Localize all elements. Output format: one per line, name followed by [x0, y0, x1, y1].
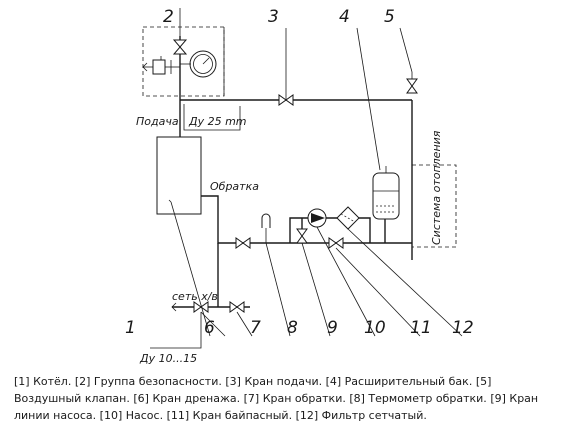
drain-valve-icon	[193, 301, 209, 313]
label-supply-dn: Ду 25 mm	[188, 115, 247, 128]
legend-item-11: [11] Кран байпасный.	[166, 409, 293, 422]
legend-item-4: [4] Расширительный бак.	[325, 375, 473, 388]
label-heating-system: Система отопления	[430, 130, 443, 245]
callout-4: 4	[339, 7, 350, 27]
air-valve-icon	[406, 72, 418, 94]
legend-item-2: [2] Группа безопасности.	[74, 375, 222, 388]
label-return: Обратка	[210, 180, 259, 193]
callout-10: 10	[364, 318, 386, 338]
expansion-tank	[372, 166, 400, 220]
legend-item-6: [6] Кран дренажа.	[133, 392, 241, 405]
return-pipe	[201, 195, 412, 244]
legend: [1] Котёл. [2] Группа безопасности. [3] …	[14, 373, 554, 424]
callout-7: 7	[250, 318, 261, 338]
callout-9: 9	[327, 318, 338, 338]
leader-lines	[150, 8, 463, 349]
legend-item-3: [3] Кран подачи.	[225, 375, 323, 388]
legend-item-5: [5] Воздушный клапан.	[14, 375, 492, 405]
filter-icon	[336, 206, 360, 230]
drain-nozzle	[171, 302, 177, 312]
heating-scheme-diagram: 2 3 4 5 1 6 7 8 9 10 11 12 Подача Ду 25 …	[125, 7, 474, 365]
safety-valve-icon	[142, 36, 188, 100]
callout-12: 12	[452, 318, 474, 338]
pump-icon	[307, 208, 327, 228]
thermometer-icon	[261, 213, 271, 243]
callout-11: 11	[410, 318, 432, 338]
legend-item-10: [10] Насос.	[99, 409, 164, 422]
label-drain-dn: Ду 10...15	[139, 352, 197, 365]
pump-loop	[289, 217, 371, 243]
manometer-icon	[180, 50, 217, 78]
feed-valve-icon	[229, 301, 245, 313]
callout-1: 1	[125, 318, 136, 338]
bypass-valve-icon	[328, 237, 344, 249]
label-water-net: сеть х/в	[172, 290, 218, 303]
pump-line-valve-icon	[296, 218, 308, 244]
callout-2: 2	[163, 7, 174, 27]
boiler-marker	[168, 199, 172, 203]
callout-5: 5	[384, 7, 395, 27]
callout-6: 6	[204, 318, 215, 338]
legend-item-8: [8] Термометр обратки.	[349, 392, 487, 405]
legend-item-9: [9] Кран линии насоса.	[14, 392, 539, 422]
legend-item-12: [12] Фильтр сетчатый.	[295, 409, 427, 422]
heating-system-box	[411, 164, 457, 248]
supply-valve-icon	[278, 94, 294, 106]
callout-8: 8	[287, 318, 298, 338]
callout-3: 3	[268, 7, 279, 27]
return-valve-icon	[235, 237, 251, 249]
legend-item-7: [7] Кран обратки.	[243, 392, 346, 405]
legend-item-1: [1] Котёл.	[14, 375, 72, 388]
label-supply: Подача	[136, 115, 179, 128]
boiler	[156, 136, 202, 215]
